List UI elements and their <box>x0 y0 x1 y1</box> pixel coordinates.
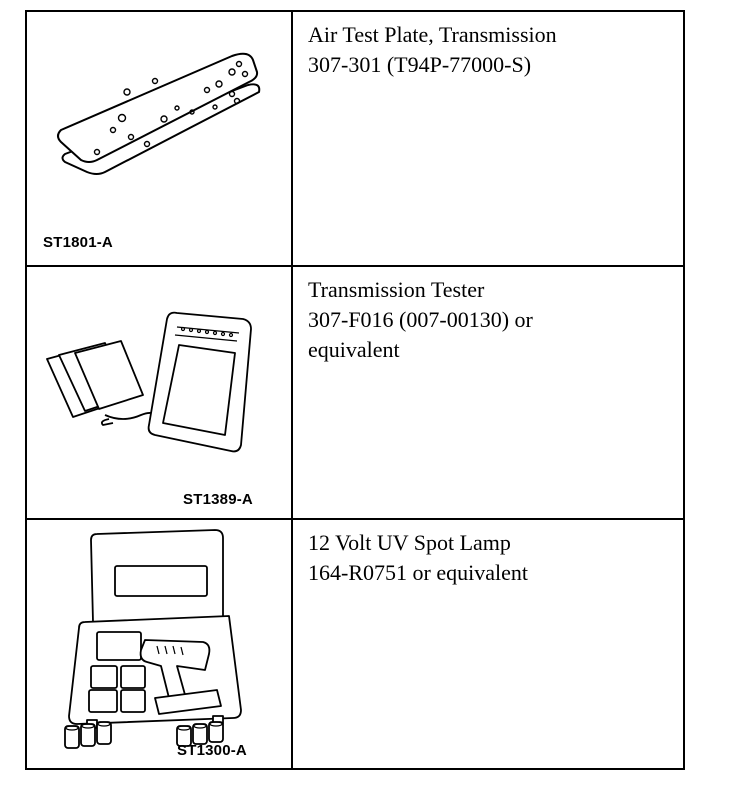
tool-row: ST1389-A Transmission Tester 307-F016 (0… <box>27 265 683 518</box>
uv-spot-lamp-kit-illustration <box>64 529 242 749</box>
tool-code: ST1300-A <box>177 742 247 759</box>
tool-code: ST1801-A <box>43 234 113 251</box>
tool-name: 12 Volt UV Spot Lamp <box>308 530 511 555</box>
tool-number: 307-301 (T94P-77000-S) <box>308 52 532 77</box>
tool-name: Air Test Plate, Transmission <box>308 22 557 47</box>
air-test-plate-illustration <box>57 52 261 175</box>
tool-description-cell: 12 Volt UV Spot Lamp 164-R0751 or equiva… <box>293 520 683 770</box>
tool-note: equivalent <box>308 337 400 362</box>
tool-name: Transmission Tester <box>308 277 485 302</box>
tool-number: 164-R0751 or equivalent <box>308 560 528 585</box>
tool-row: ST1801-A Air Test Plate, Transmission 30… <box>27 12 683 265</box>
tool-illustration-cell: ST1801-A <box>27 12 293 265</box>
tool-illustration-cell: ST1300-A <box>27 520 293 770</box>
tool-description-cell: Air Test Plate, Transmission 307-301 (T9… <box>293 12 683 265</box>
transmission-tester-illustration <box>46 311 252 453</box>
tool-description-cell: Transmission Tester 307-F016 (007-00130)… <box>293 267 683 518</box>
tool-illustration-cell: ST1389-A <box>27 267 293 518</box>
tool-row: ST1300-A 12 Volt UV Spot Lamp 164-R0751 … <box>27 518 683 770</box>
tool-number: 307-F016 (007-00130) or <box>308 307 533 332</box>
special-tools-table: ST1801-A Air Test Plate, Transmission 30… <box>25 10 685 770</box>
tool-code: ST1389-A <box>183 491 253 508</box>
